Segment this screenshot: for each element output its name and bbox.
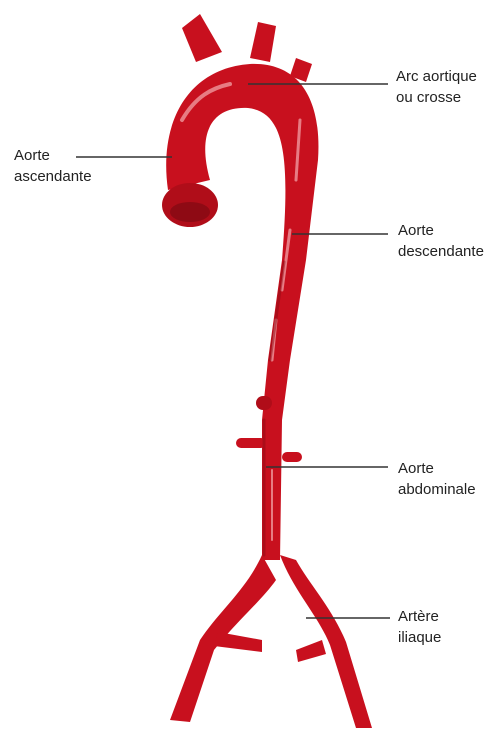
aortic-root-opening	[170, 202, 210, 222]
label-arch-line2: ou crosse	[396, 87, 477, 108]
label-abdominal: Aorte abdominale	[398, 458, 476, 500]
renal-branch-left	[236, 438, 266, 448]
intercostal-branch	[256, 396, 272, 410]
brachiocephalic-branch	[182, 14, 222, 62]
label-abdominal-line1: Aorte	[398, 458, 476, 479]
carotid-branch	[250, 22, 276, 62]
internal-iliac-left	[214, 632, 262, 652]
label-iliac-line1: Artère	[398, 606, 441, 627]
label-ascending-line2: ascendante	[14, 166, 92, 187]
aorta-body	[166, 64, 318, 560]
leader-lines	[76, 84, 390, 618]
iliac-bifurcation	[170, 555, 372, 728]
label-descending: Aorte descendante	[398, 220, 484, 262]
label-descending-line1: Aorte	[398, 220, 484, 241]
renal-branch-right	[282, 452, 302, 462]
label-abdominal-line2: abdominale	[398, 479, 476, 500]
internal-iliac-right	[296, 640, 326, 662]
label-iliac: Artère iliaque	[398, 606, 441, 648]
label-iliac-line2: iliaque	[398, 627, 441, 648]
label-descending-line2: descendante	[398, 241, 484, 262]
label-arch-line1: Arc aortique	[396, 66, 477, 87]
label-ascending-line1: Aorte	[14, 145, 92, 166]
iliac-right	[280, 555, 372, 728]
label-arch: Arc aortique ou crosse	[396, 66, 477, 108]
label-ascending: Aorte ascendante	[14, 145, 92, 187]
